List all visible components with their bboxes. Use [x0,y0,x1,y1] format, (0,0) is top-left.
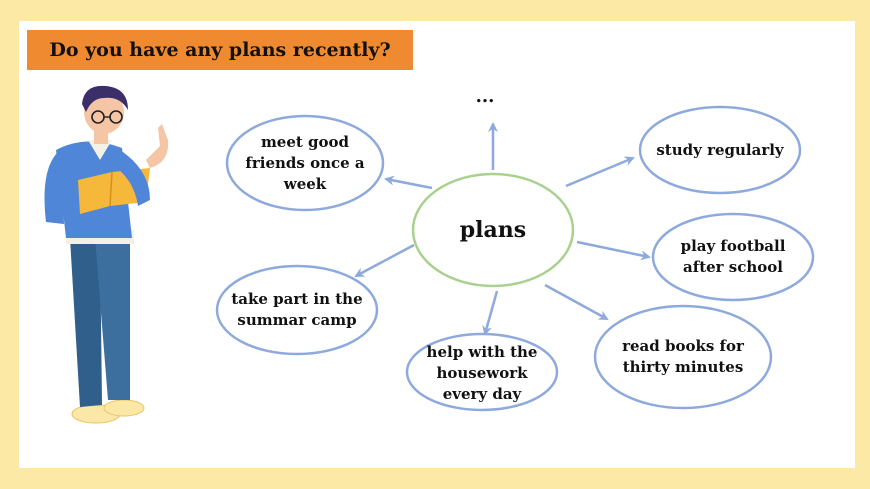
node-ellipses [215,105,815,412]
node-label-read: read books for thirty minutes [622,337,744,376]
center-label: plans [459,216,527,243]
node-read [593,304,773,410]
arrow-to-read [544,283,609,321]
arrow-to-football [576,240,651,261]
node-label-meet: meet good friends once a week [245,132,365,193]
student-illustration [44,85,169,424]
arrow-to-camp [354,243,415,278]
slide-title: Do you have any plans recently? [27,30,413,70]
node-label-football: play football after school [680,237,786,276]
arrow-to-housework [482,290,499,336]
node-housework [405,332,559,412]
node-meet [225,114,385,212]
node-label-camp: take part in the summar camp [231,290,363,329]
center-node [411,172,575,288]
node-football [651,212,815,302]
node-label-study: study regularly [656,140,784,159]
node-study [638,105,802,195]
arrow-to-meet [384,175,433,190]
more-plans-ellipsis: ... [475,86,495,107]
node-camp [215,264,379,356]
arrows [354,122,651,336]
node-label-housework: help with the housework every day [426,342,538,403]
arrow-to-study [565,156,635,188]
